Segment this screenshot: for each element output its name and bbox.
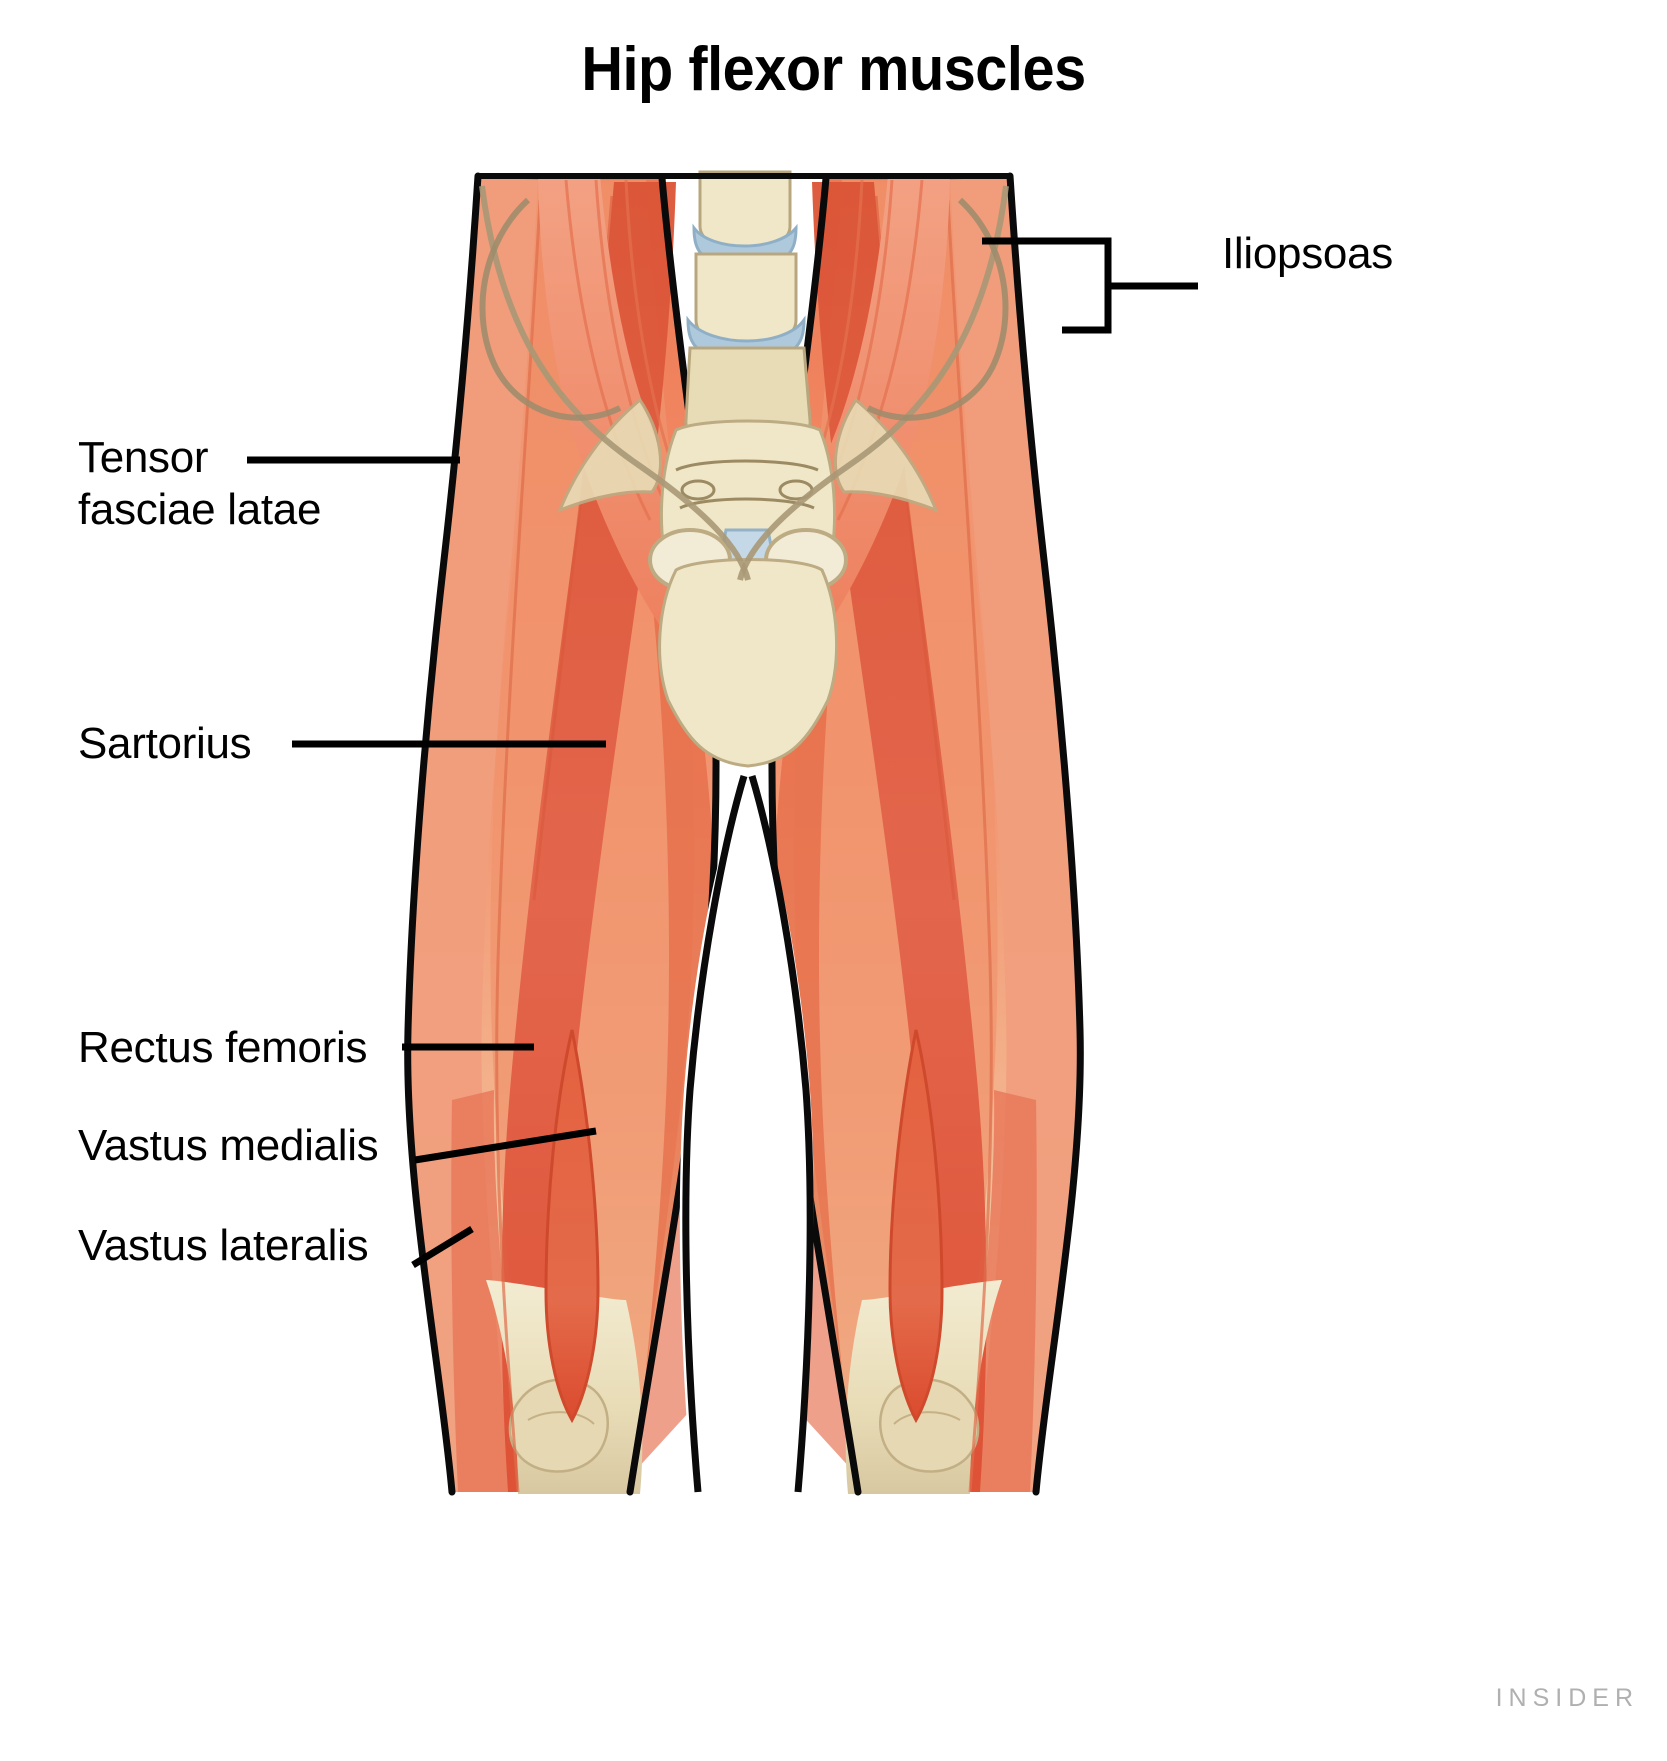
pelvis-group (476, 170, 1012, 1493)
left-ilium (557, 397, 663, 513)
label-sartorius: Sartorius (78, 719, 252, 768)
right-fiber-1 (946, 199, 993, 1493)
left-inner-outline (626, 174, 720, 1496)
right-tensor-fasciae-latae-muscle (948, 176, 1081, 1492)
insider-watermark: INSIDER (1495, 1684, 1639, 1712)
left-thigh-outline (404, 172, 482, 1496)
tensor-fasciae-latae-muscle (407, 176, 540, 1492)
right-iliac-crest-arc (866, 197, 1009, 421)
left-iliac-crest-arc (479, 197, 622, 421)
leader-lines-group (247, 237, 1198, 1268)
label-vastus-lateralis: Vastus lateralis (78, 1221, 369, 1270)
left-inner-thigh-edge (682, 775, 748, 1493)
label-tensor-fasciae-latae-line2: fasciae latae (78, 485, 322, 534)
page-title: Hip flexor muscles (581, 35, 1086, 104)
vertebra-L2 (694, 252, 798, 344)
right-rectus-femoris-distal (888, 1029, 944, 1424)
left-thigh-group (404, 172, 720, 1496)
vastus-medialis-leader-line (414, 1127, 597, 1164)
pubic-body (658, 558, 839, 768)
label-rectus-femoris: Rectus femoris (78, 1023, 368, 1072)
vastus-lateralis-leader-line (411, 1226, 474, 1268)
groin-gap (679, 770, 814, 1492)
right-inguinal-ligament (737, 185, 1009, 581)
left-inguinal-ligament (479, 185, 751, 581)
left-patella-detail (527, 1411, 595, 1425)
label-vastus-medialis: Vastus medialis (78, 1121, 379, 1170)
right-patella-detail (893, 1411, 961, 1425)
left-fiber-1 (495, 199, 542, 1493)
vertebra-L1 (698, 170, 792, 248)
sacrum-foramina (675, 459, 819, 510)
right-vastus-lateralis-muscle (968, 1090, 1037, 1492)
vastus-lateralis-muscle (451, 1090, 520, 1492)
left-rectus-femoris-distal (544, 1029, 600, 1424)
label-tensor-fasciae-latae-line1: Tensor (78, 433, 209, 482)
label-iliopsoas: Iliopsoas (1222, 229, 1393, 278)
right-inner-thigh-edge (748, 775, 814, 1493)
right-thigh-outline (1006, 172, 1084, 1496)
right-inner-outline (768, 174, 862, 1496)
right-ilium (833, 397, 939, 513)
